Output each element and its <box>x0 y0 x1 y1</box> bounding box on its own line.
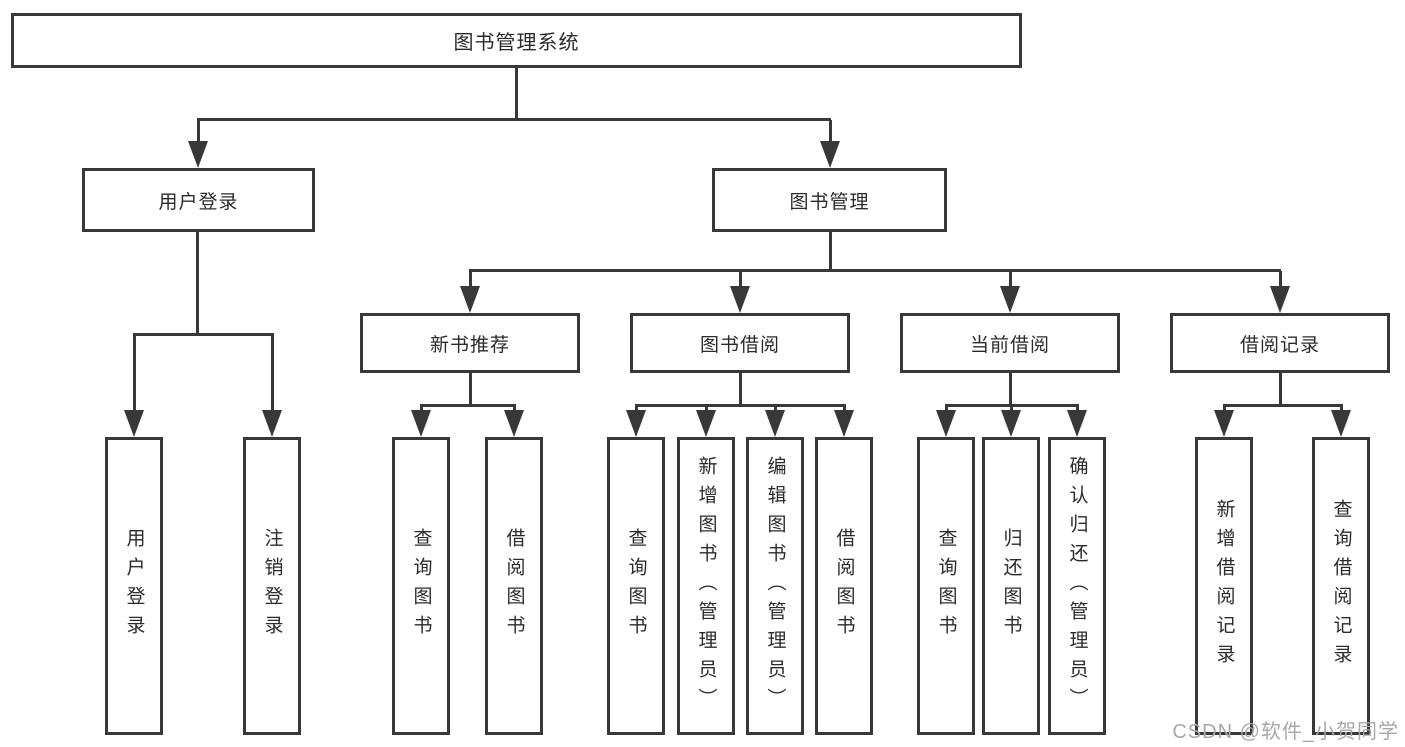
leaf-record-query: 查询借阅记录 <box>1312 437 1370 735</box>
leaf-record-add: 新增借阅记录 <box>1195 437 1253 735</box>
leaf-recommend-borrow-books-label: 借阅图书 <box>503 528 525 644</box>
csdn-watermark: CSDN @软件_小贺同学 <box>1172 721 1399 743</box>
connector-line <box>469 269 1281 272</box>
leaf-borrow-edit-books: 编辑图书（管理员） <box>746 437 804 735</box>
leaf-borrow-edit-books-label: 编辑图书（管理员） <box>764 455 786 717</box>
connector-arrow <box>1214 410 1234 437</box>
leaf-current-query-books-label: 查询图书 <box>935 528 957 644</box>
connector-arrow <box>626 410 646 437</box>
connector-arrow <box>411 410 431 437</box>
connector-arrow <box>696 410 716 437</box>
connector-line <box>515 68 518 120</box>
connector-line <box>1340 404 1343 412</box>
connector-line <box>271 335 274 413</box>
connector-line <box>635 404 846 407</box>
connector-line <box>1009 271 1012 288</box>
connector-line <box>1009 373 1012 406</box>
connector-line <box>196 232 199 335</box>
connector-line <box>197 118 831 121</box>
connector-line <box>133 335 136 413</box>
connector-line <box>197 120 200 144</box>
connector-line <box>705 404 708 412</box>
leaf-recommend-borrow-books: 借阅图书 <box>485 437 543 735</box>
leaf-user-login-label: 用户登录 <box>123 528 145 644</box>
leaf-borrow-add-books: 新增图书（管理员） <box>677 437 735 735</box>
connector-arrow <box>504 410 524 437</box>
leaf-borrow-borrow-books: 借阅图书 <box>815 437 873 735</box>
leaf-record-add-label: 新增借阅记录 <box>1213 499 1235 673</box>
connector-line <box>133 333 274 336</box>
leaf-borrow-add-books-label: 新增图书（管理员） <box>695 455 717 717</box>
connector-arrow <box>765 410 785 437</box>
connector-line <box>739 271 742 288</box>
connector-arrow <box>460 286 480 313</box>
connector-line <box>1076 404 1079 412</box>
node-borrow-record: 借阅记录 <box>1170 313 1390 373</box>
connector-line <box>1223 404 1226 412</box>
connector-line <box>945 404 948 412</box>
connector-line <box>1279 373 1282 406</box>
leaf-user-login: 用户登录 <box>105 437 163 735</box>
connector-line <box>635 404 638 412</box>
connector-line <box>1279 271 1282 288</box>
connector-arrow <box>730 286 750 313</box>
node-book-management: 图书管理 <box>712 168 947 232</box>
connector-line <box>469 373 472 406</box>
connector-arrow <box>262 410 282 437</box>
node-current-borrow: 当前借阅 <box>900 313 1120 373</box>
connector-arrow <box>1000 286 1020 313</box>
node-book-borrow: 图书借阅 <box>630 313 850 373</box>
connector-line <box>420 404 423 412</box>
leaf-record-query-label: 查询借阅记录 <box>1330 499 1352 673</box>
leaf-current-confirm-return: 确认归还（管理员） <box>1048 437 1106 735</box>
node-root: 图书管理系统 <box>11 13 1022 68</box>
leaf-logout-label: 注销登录 <box>261 528 283 644</box>
connector-line <box>469 271 472 288</box>
connector-arrow <box>124 410 144 437</box>
connector-arrow <box>1331 410 1351 437</box>
connector-arrow <box>1270 286 1290 313</box>
connector-line <box>829 232 832 271</box>
leaf-recommend-query-books-label: 查询图书 <box>410 528 432 644</box>
leaf-borrow-query-books: 查询图书 <box>607 437 665 735</box>
connector-line <box>420 404 516 407</box>
leaf-recommend-query-books: 查询图书 <box>392 437 450 735</box>
leaf-current-return-books: 归还图书 <box>982 437 1040 735</box>
leaf-logout: 注销登录 <box>243 437 301 735</box>
connector-line <box>1010 404 1013 412</box>
node-user-login: 用户登录 <box>82 168 315 232</box>
node-new-book-recommend: 新书推荐 <box>360 313 580 373</box>
leaf-current-query-books: 查询图书 <box>917 437 975 735</box>
leaf-borrow-query-books-label: 查询图书 <box>625 528 647 644</box>
connector-arrow <box>1001 410 1021 437</box>
connector-arrow <box>820 141 840 168</box>
connector-line <box>774 404 777 412</box>
leaf-current-confirm-return-label: 确认归还（管理员） <box>1066 455 1088 717</box>
connector-line <box>739 373 742 406</box>
leaf-current-return-books-label: 归还图书 <box>1000 528 1022 644</box>
leaf-borrow-borrow-books-label: 借阅图书 <box>833 528 855 644</box>
connector-arrow <box>188 141 208 168</box>
connector-line <box>513 404 516 412</box>
connector-line <box>1223 404 1343 407</box>
connector-line <box>843 404 846 412</box>
connector-arrow <box>1067 410 1087 437</box>
connector-arrow <box>834 410 854 437</box>
connector-line <box>829 120 832 144</box>
connector-arrow <box>936 410 956 437</box>
